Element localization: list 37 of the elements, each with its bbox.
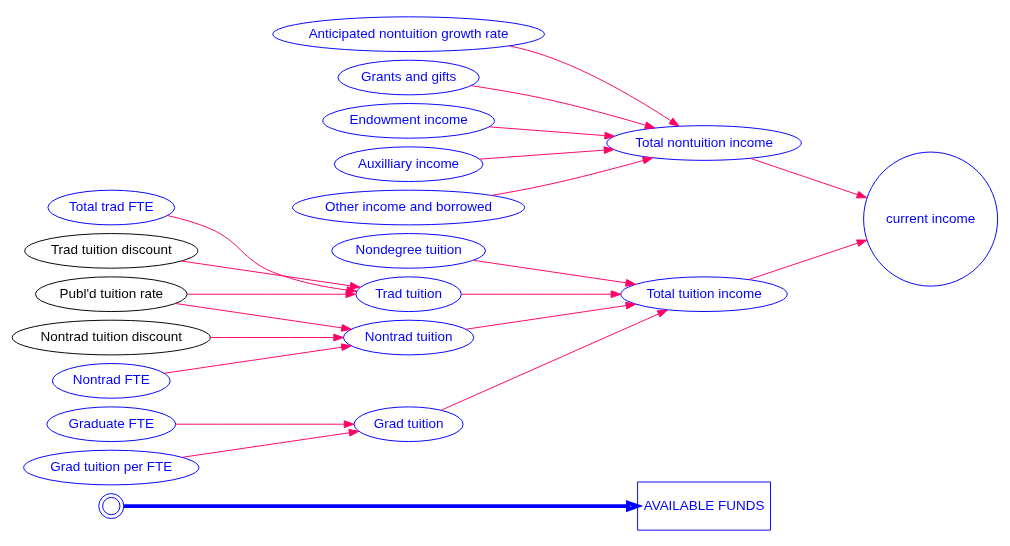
arrow (490, 156, 654, 196)
node-ellipse: Nondegree tuition (331, 232, 487, 269)
arrow (509, 44, 680, 127)
node-circle: current income (863, 151, 999, 287)
arrow (479, 145, 615, 160)
arrow (186, 289, 357, 298)
node-ellipse: Nontrad tuition discount (11, 319, 211, 355)
node-ellipse: Grad tuition per FTE (23, 449, 200, 485)
arrow (124, 499, 644, 512)
arrow (748, 239, 868, 280)
node-ellipse: Endowment income (322, 102, 495, 139)
arrow (209, 333, 344, 341)
arrow (440, 309, 668, 411)
arrow (473, 259, 637, 287)
node-ellipse: Total trad FTE (47, 189, 176, 225)
arrow (175, 302, 352, 332)
arrow (460, 289, 622, 298)
arrow (163, 342, 352, 374)
node-ellipse: Auxilliary income (333, 145, 484, 182)
node-box: AVAILABLE FUNDS (637, 481, 771, 531)
node-ellipse: Trad tuition discount (24, 232, 199, 269)
arrow (181, 428, 360, 458)
node-ellipse: Anticipated nontuition growth rate (272, 15, 545, 52)
node-ellipse: Other income and borrowed (292, 189, 526, 225)
arrow (749, 157, 868, 198)
node-ellipse: Grants and gifts (337, 59, 480, 95)
node-ellipse: Grad tuition (353, 405, 464, 442)
node-ellipse: Trad tuition (355, 275, 462, 312)
arrow (181, 260, 361, 290)
node-ellipse: Nontrad FTE (51, 362, 171, 399)
node-cloud (98, 492, 125, 519)
arrow (175, 419, 355, 428)
arrow (488, 125, 615, 139)
arrow (470, 84, 656, 129)
arrow (465, 301, 637, 330)
node-ellipse: Publ'd tuition rate (34, 275, 188, 312)
node-ellipse: Graduate FTE (46, 405, 177, 442)
